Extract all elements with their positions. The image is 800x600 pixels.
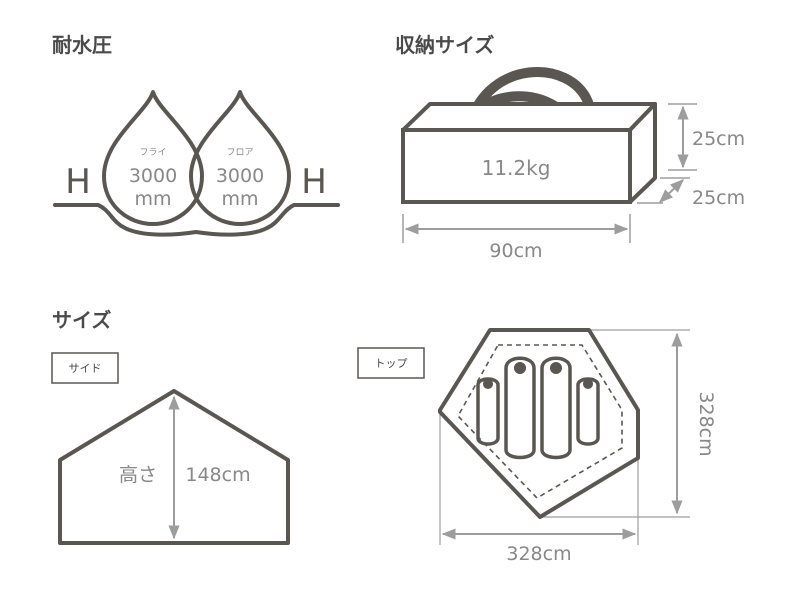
size-heading: サイズ [52, 308, 111, 332]
side-height-value: 148cm [185, 464, 250, 486]
floor-label: フロア [226, 148, 253, 158]
sleeper-head-icon [483, 379, 493, 389]
bag-depth-label: 25cm [692, 187, 745, 209]
side-view-outline [58, 389, 290, 545]
top-view-outline [438, 328, 640, 519]
sleeper-head-icon [550, 362, 562, 374]
water-pressure-heading: 耐水圧 [52, 33, 112, 57]
fly-label: フライ [139, 147, 166, 158]
floor-value: 3000 [216, 165, 264, 187]
ground-line [53, 203, 340, 237]
sleeping-bag-icon [476, 377, 500, 446]
sleeping-bags [476, 356, 600, 460]
side-height-word: 高さ [119, 464, 157, 486]
top-view-floor-dashed [457, 344, 623, 500]
top-width-label: 328cm [506, 543, 571, 565]
bag-weight: 11.2kg [482, 156, 551, 180]
water-pressure-section: 耐水圧 H H フライ 3000 mm フロア 3000 mm [52, 33, 340, 237]
fly-value: 3000 [129, 165, 177, 187]
h-right-label: H [301, 162, 327, 202]
h-left-label: H [65, 162, 91, 202]
storage-heading: 収納サイズ [395, 33, 494, 57]
storage-section: 収納サイズ 11.2kg 25cm 25cm 90cm [395, 33, 745, 262]
bag-width-label: 90cm [489, 240, 542, 262]
top-height-label: 328cm [695, 391, 717, 456]
fly-unit: mm [134, 188, 171, 210]
bag-height-label: 25cm [692, 128, 745, 150]
bag-front-face [401, 128, 632, 204]
floor-unit: mm [221, 188, 258, 210]
bag-top-face [401, 102, 657, 132]
sleeping-bag-icon [504, 356, 536, 460]
size-section: サイズ サイド 高さ 148cm トップ [51, 308, 717, 565]
sleeping-bag-icon [576, 377, 600, 446]
sleeping-bag-icon [540, 356, 572, 460]
side-view-tag-box [51, 352, 119, 384]
sleeper-head-icon [583, 379, 593, 389]
side-view-tag: サイド [69, 362, 102, 375]
top-view-tag: トップ [375, 357, 408, 370]
top-view-tag-box [357, 347, 425, 379]
depth-dimension-arrow [658, 179, 685, 203]
fly-droplet-icon [102, 90, 204, 226]
floor-droplet-icon [189, 90, 291, 226]
sleeper-head-icon [514, 362, 526, 374]
